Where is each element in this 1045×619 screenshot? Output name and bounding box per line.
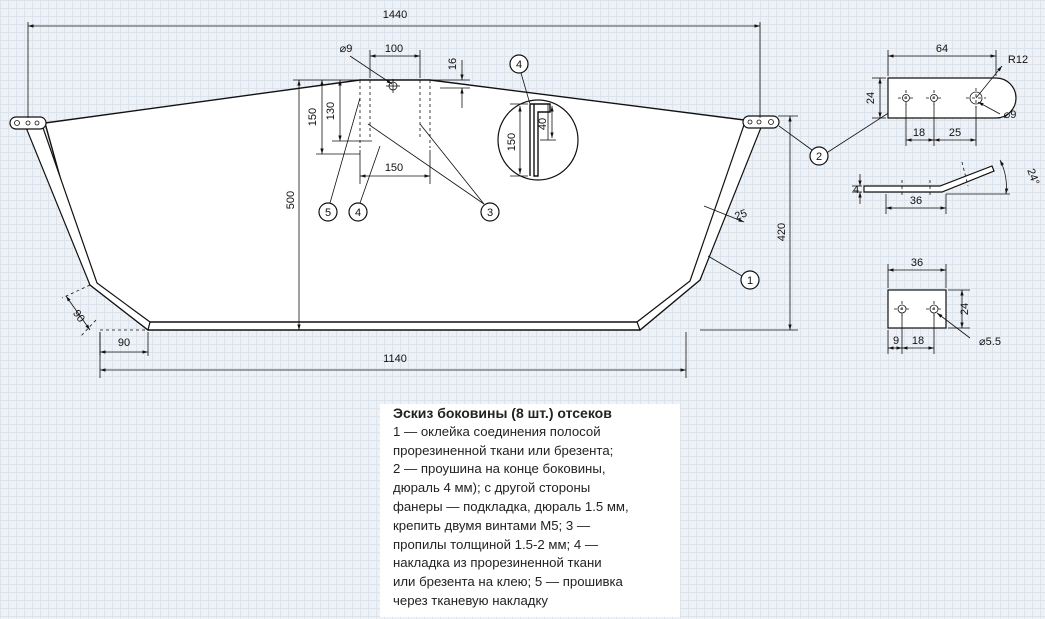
side-panel-drawing: 1440 1140 500 420 90 90 25 [9,9,1041,378]
dim-slot-width: 100 [369,43,421,78]
dim-slot-h2: 130 [325,80,372,142]
dim-label: ⌀9 [340,43,353,55]
lug-screw-icon [34,120,40,126]
dim-label: 18 [913,127,925,139]
lug-screw-icon [747,119,753,125]
side-panel [9,79,780,332]
dim-label: 25 [949,127,961,139]
dim-label: 150 [307,108,319,126]
dim-corner-diag: 90 [61,284,97,338]
lug-profile [863,165,995,193]
dim-label: 24 [865,92,877,104]
dim-label: R12 [1008,54,1028,66]
lug-screw-icon [25,120,31,126]
pivot-hole-icon [969,91,983,105]
callout-5: 5 [318,97,361,222]
callout-4: 4 [348,145,381,222]
caption-title: Эскиз боковины (8 шт.) отсеков [393,405,612,421]
detail-view-4: 4 150 40 [497,54,579,181]
dim-total-width: 1440 [27,9,761,118]
dim-label: 36 [911,257,923,269]
svg-text:3: 3 [487,207,493,219]
dim-label: 130 [325,102,337,120]
dim-label: 100 [385,43,403,55]
svg-text:5: 5 [325,207,331,219]
dim-label: 40 [537,118,549,130]
dim-label: 24° [1024,167,1041,187]
callout-1: 1 [707,255,760,290]
dim-slot-hole: ⌀9 [340,43,393,85]
dim-label: 9 [893,335,899,347]
dim-label: ⌀9 [1004,109,1017,121]
dim-corner-x: 90 [99,329,149,356]
dim-label: 150 [385,162,403,174]
dim-label: 4 [853,184,859,196]
backing-plate: 36 24 9 18 ⌀5.5 [887,257,1001,354]
svg-text:2: 2 [816,151,822,163]
screw-hole-icon [930,94,938,102]
dim-label: 150 [506,133,518,151]
dim-label: 18 [912,335,924,347]
lug-screw-icon [756,119,762,125]
dim-height-center: 500 [285,79,362,330]
dim-label: 64 [936,43,948,55]
lug-hole-icon [768,119,774,125]
dim-label: 25 [733,207,749,222]
dim-label: 90 [70,308,87,325]
dim-height-side: 420 [700,115,798,331]
panel-outline [44,79,761,331]
dim-label: 1140 [383,353,407,365]
dim-label: 420 [776,223,788,241]
callout-2: 2 [778,111,891,166]
left-lug [9,116,47,130]
screw-hole-icon [902,94,910,102]
lug-detail: 64 R12 24 18 25 ⌀9 [865,43,1028,146]
dim-slot-depth: 16 [432,58,470,108]
dim-bottom-width: 1140 [99,332,687,378]
dim-slot-h1: 150 [307,80,360,155]
dim-strip-width: 25 [703,205,749,223]
figure-caption: Эскиз боковины (8 шт.) отсеков 1 — оклей… [380,404,680,617]
lug-side-view: 4 36 24° [852,159,1041,214]
callout-3: 3 [367,123,500,222]
svg-text:4: 4 [516,59,522,71]
svg-text:1: 1 [747,275,753,287]
svg-text:4: 4 [355,207,361,219]
dim-label: 500 [285,191,297,209]
lug-hole-icon [14,120,20,126]
dim-label: 36 [910,195,922,207]
dim-label: 16 [447,58,459,70]
dim-label: 1440 [383,9,407,21]
dim-label: 24 [959,303,971,315]
dim-label: ⌀5.5 [979,336,1001,348]
caption-body: 1 — оклейка соединения полосой прорезине… [393,423,629,608]
dim-label: 90 [118,337,130,349]
